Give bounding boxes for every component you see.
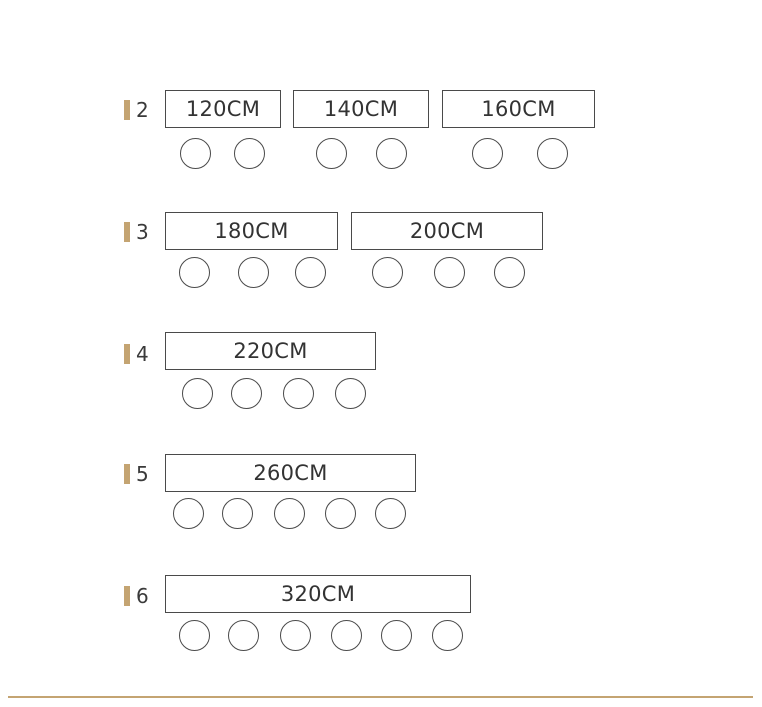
table-size-label: 180CM xyxy=(214,219,289,243)
table-160cm: 160CM xyxy=(442,90,595,128)
chair xyxy=(432,620,463,651)
table-size-label: 320CM xyxy=(280,582,356,606)
group-label-2: 2 xyxy=(124,98,149,122)
table-size-label: 220CM xyxy=(233,339,308,363)
chair xyxy=(234,138,265,169)
seat-count: 2 xyxy=(136,98,149,122)
chair xyxy=(179,257,210,288)
chair xyxy=(494,257,525,288)
table-320cm: 320CM xyxy=(165,575,471,613)
seat-count: 6 xyxy=(136,584,149,608)
accent-marker xyxy=(124,344,130,364)
table-260cm: 260CM xyxy=(165,454,416,492)
group-label-6: 6 xyxy=(124,584,149,608)
table-size-label: 120CM xyxy=(185,97,261,121)
seat-count: 4 xyxy=(136,342,149,366)
chair xyxy=(316,138,347,169)
chair xyxy=(372,257,403,288)
chair xyxy=(283,378,314,409)
chair xyxy=(335,378,366,409)
chair xyxy=(180,138,211,169)
table-size-label: 260CM xyxy=(253,461,328,485)
chair xyxy=(375,498,406,529)
chair xyxy=(376,138,407,169)
table-size-label: 200CM xyxy=(409,219,485,243)
accent-marker xyxy=(124,464,130,484)
group-label-5: 5 xyxy=(124,462,149,486)
chair xyxy=(179,620,210,651)
chair xyxy=(537,138,568,169)
chair xyxy=(325,498,356,529)
table-220cm: 220CM xyxy=(165,332,376,370)
bottom-divider xyxy=(8,696,753,698)
chair xyxy=(238,257,269,288)
accent-marker xyxy=(124,586,130,606)
chair xyxy=(381,620,412,651)
chair xyxy=(231,378,262,409)
chair xyxy=(182,378,213,409)
chair xyxy=(280,620,311,651)
chair xyxy=(331,620,362,651)
table-200cm: 200CM xyxy=(351,212,543,250)
chair xyxy=(228,620,259,651)
table-180cm: 180CM xyxy=(165,212,338,250)
chair xyxy=(295,257,326,288)
table-size-label: 160CM xyxy=(481,97,556,121)
table-140cm: 140CM xyxy=(293,90,429,128)
table-size-label: 140CM xyxy=(323,97,399,121)
chair xyxy=(274,498,305,529)
seat-count: 3 xyxy=(136,220,149,244)
chair xyxy=(173,498,204,529)
table-120cm: 120CM xyxy=(165,90,281,128)
group-label-4: 4 xyxy=(124,342,149,366)
accent-marker xyxy=(124,222,130,242)
chair xyxy=(434,257,465,288)
accent-marker xyxy=(124,100,130,120)
seat-count: 5 xyxy=(136,462,149,486)
chair xyxy=(222,498,253,529)
group-label-3: 3 xyxy=(124,220,149,244)
chair xyxy=(472,138,503,169)
